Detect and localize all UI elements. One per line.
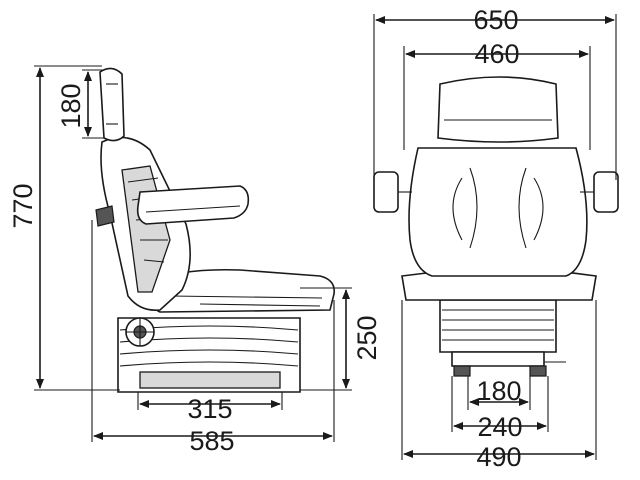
dim-label-headrest-height: 180 — [56, 83, 86, 128]
side-armrest — [136, 185, 250, 225]
front-armrest-right — [580, 171, 619, 213]
front-view-seat — [373, 76, 619, 377]
dim-label-base-height: 250 — [352, 315, 382, 360]
front-armrest-left — [373, 171, 412, 213]
dim-label-mount-inner: 180 — [476, 376, 521, 406]
dim-label-base-width: 490 — [476, 442, 521, 472]
side-adjustment-knob — [95, 205, 155, 347]
dim-label-mount-outer: 240 — [477, 412, 522, 442]
front-backrest — [408, 147, 588, 277]
dim-label-total-depth: 585 — [189, 426, 234, 456]
side-view-dimensions: 180 770 250 315 585 — [8, 65, 382, 456]
dim-label-base-depth: 315 — [187, 394, 232, 424]
side-suspension-bellows — [117, 317, 301, 393]
side-headrest — [99, 67, 125, 142]
front-headrest — [437, 76, 559, 143]
dim-label-total-width: 650 — [473, 5, 518, 35]
side-seat-cushion — [148, 268, 336, 313]
front-view-dimensions: 650 460 180 240 490 — [373, 5, 617, 472]
side-view-seat — [95, 67, 336, 393]
dim-label-total-height: 770 — [8, 183, 38, 228]
front-suspension-bellows — [439, 299, 566, 377]
dim-label-seat-width: 460 — [474, 39, 519, 69]
